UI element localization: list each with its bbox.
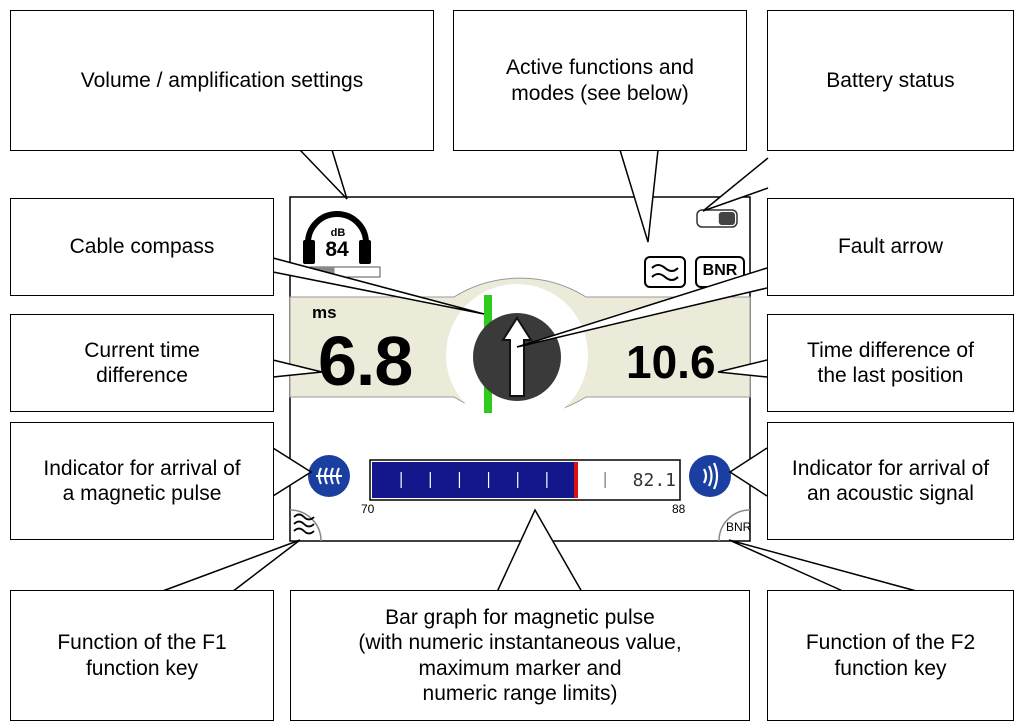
callout-cable-compass: Cable compass <box>10 198 274 296</box>
f2-corner <box>718 509 751 542</box>
pointer-magnetic <box>272 447 313 497</box>
headphones-icon <box>303 211 371 264</box>
wave-icon <box>644 256 686 288</box>
callout-volume: Volume / amplification settings <box>10 10 434 151</box>
callout-f1-key: Function of the F1 function key <box>10 590 274 721</box>
pointer-f2 <box>728 539 921 593</box>
time-unit: ms <box>312 303 337 322</box>
f2-label: BNR <box>726 520 752 534</box>
pointer-f1 <box>159 539 301 593</box>
callout-last-time: Time difference of the last position <box>767 314 1014 412</box>
bar-min-label: 70 <box>361 502 375 516</box>
mode-label: BNR <box>702 262 738 279</box>
fault-arrow-icon <box>501 316 533 397</box>
f1-wave-icon <box>293 513 315 535</box>
pointer-bar <box>496 508 583 593</box>
pointer-compass <box>272 257 485 315</box>
pointer-acoustic <box>728 447 768 497</box>
battery-fill <box>718 212 735 225</box>
bar-graph-fill <box>372 462 578 498</box>
callout-active-functions: Active functions and modes (see below) <box>453 10 747 151</box>
callout-bar-graph: Bar graph for magnetic pulse (with numer… <box>290 590 750 721</box>
bar-max-label: 88 <box>672 502 686 516</box>
pointer-current <box>272 359 323 378</box>
pointer-active <box>619 149 659 243</box>
callout-fault-arrow: Fault arrow <box>767 198 1014 296</box>
acoustic-signal-icon <box>689 455 731 497</box>
callout-acoustic-indicator: Indicator for arrival of an acoustic sig… <box>767 422 1014 540</box>
callout-current-time: Current time difference <box>10 314 274 412</box>
bar-graph-max-marker <box>574 462 578 498</box>
callout-magnetic-indicator: Indicator for arrival of a magnetic puls… <box>10 422 274 540</box>
pointer-battery <box>702 157 769 212</box>
volume-unit: dB <box>330 227 346 239</box>
pointer-volume <box>299 149 348 200</box>
callout-battery: Battery status <box>767 10 1014 151</box>
last-time-value: 10.6 <box>626 336 716 388</box>
callout-f2-key: Function of the F2 function key <box>767 590 1014 721</box>
volume-value: 84 <box>325 238 349 261</box>
pointer-last <box>717 359 768 378</box>
pointer-fault <box>516 267 768 348</box>
current-time-value: 6.8 <box>318 322 413 400</box>
bar-value-label: 82.1 <box>632 470 676 491</box>
